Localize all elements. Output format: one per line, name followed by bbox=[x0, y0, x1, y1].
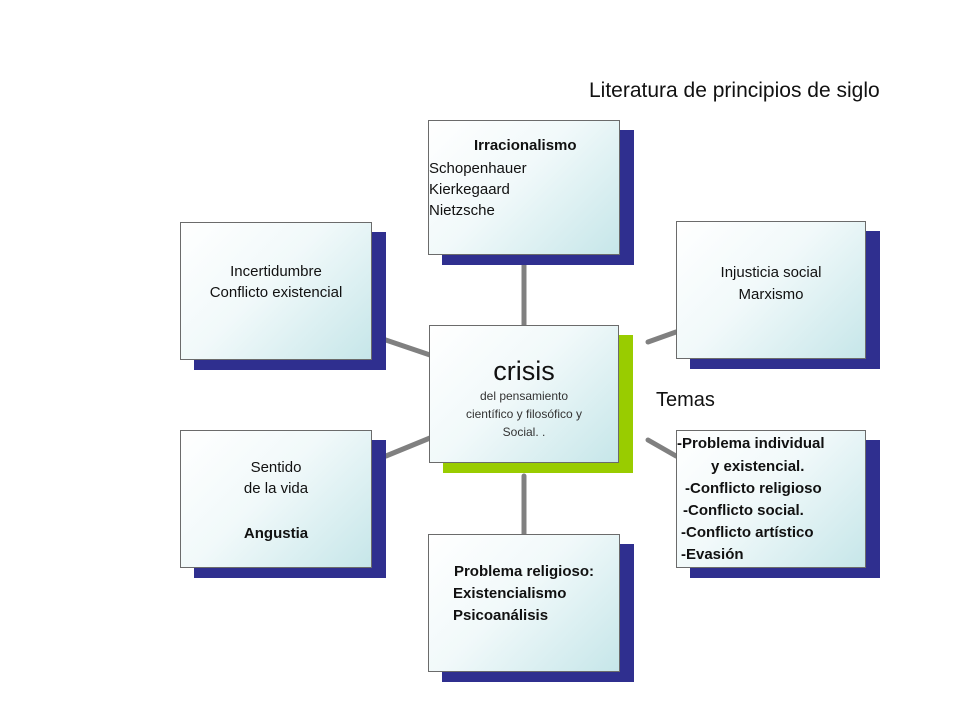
irracionalismo-line: Kierkegaard bbox=[429, 181, 510, 198]
connector-upper-left bbox=[377, 335, 433, 358]
node-temas: -Problema individual y existencial. -Con… bbox=[676, 430, 880, 578]
node-center-crisis: crisis del pensamiento científico y filo… bbox=[429, 325, 633, 473]
center-title: crisis bbox=[493, 356, 555, 386]
sentido-extra: Angustia bbox=[243, 525, 309, 542]
incertidumbre-line: Conflicto existencial bbox=[209, 284, 343, 301]
irracionalismo-line: Schopenhauer bbox=[429, 160, 527, 177]
temas-line: -Evasión bbox=[681, 546, 744, 563]
node-injusticia: Injusticia social Marxismo bbox=[676, 221, 880, 369]
irracionalismo-heading: Irracionalismo bbox=[474, 137, 577, 154]
connector-lower-left bbox=[383, 435, 433, 459]
node-religioso: Problema religioso: Existencialismo Psic… bbox=[428, 534, 634, 682]
center-subtitle-line: Social. . bbox=[502, 425, 546, 439]
injusticia-line: Injusticia social bbox=[720, 264, 822, 281]
temas-label: Temas bbox=[656, 389, 715, 411]
diagram-title: Literatura de principios de siglo bbox=[589, 79, 880, 102]
temas-line: -Conflicto social. bbox=[683, 502, 804, 519]
irracionalismo-line: Nietzsche bbox=[429, 202, 495, 219]
connector-upper-right bbox=[645, 329, 679, 345]
temas-line: -Conflicto religioso bbox=[685, 480, 822, 497]
religioso-line: Problema religioso: bbox=[453, 563, 595, 580]
temas-line: -Problema individual bbox=[677, 435, 825, 452]
center-subtitle-line: científico y filosófico y bbox=[465, 407, 583, 421]
sentido-line: de la vida bbox=[243, 480, 309, 497]
religioso-line: Psicoanálisis bbox=[453, 607, 549, 624]
religioso-line: Existencialismo bbox=[453, 585, 567, 602]
incertidumbre-line: Incertidumbre bbox=[230, 263, 322, 280]
center-subtitle-line: del pensamiento bbox=[479, 389, 569, 403]
temas-line: y existencial. bbox=[711, 458, 805, 475]
connector-lower-right bbox=[645, 437, 679, 459]
node-incertidumbre: Incertidumbre Conflicto existencial bbox=[180, 222, 386, 370]
injusticia-line: Marxismo bbox=[738, 286, 804, 303]
node-sentido: Sentido de la vida Angustia bbox=[180, 430, 386, 578]
node-irracionalismo: Irracionalismo Schopenhauer Kierkegaard … bbox=[428, 120, 634, 265]
temas-line: -Conflicto artístico bbox=[681, 524, 814, 541]
sentido-line: Sentido bbox=[250, 459, 302, 476]
